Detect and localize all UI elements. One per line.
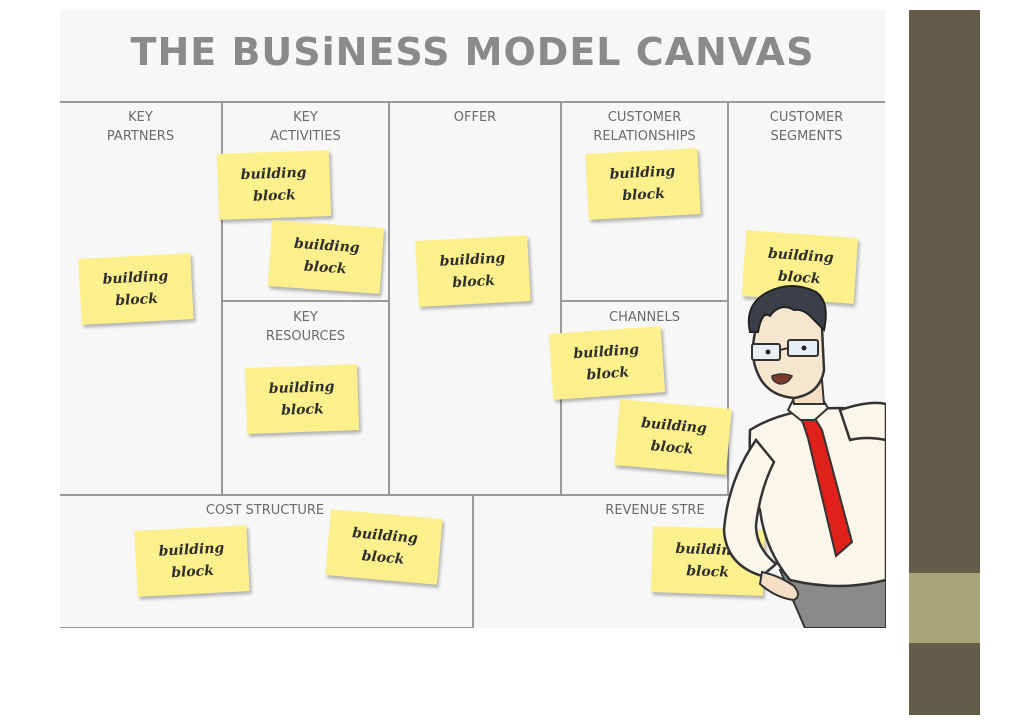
sticky-note-text: building block <box>240 164 307 205</box>
grid-line-v5-bottom <box>472 494 474 628</box>
sticky-note-key-partners: building block <box>78 253 194 325</box>
sticky-note-text: building block <box>351 525 419 568</box>
sticky-note-cost-structure-1: building block <box>134 525 250 597</box>
sticky-note-text: building block <box>640 415 708 458</box>
customer-segments-label: CUSTOMER SEGMENTS <box>769 110 844 144</box>
key-resources-label: KEY RESOURCES <box>265 310 346 344</box>
grid-line-top <box>60 101 885 103</box>
sticky-note-text: building block <box>439 250 506 292</box>
canvas-title: THE BUSiNESS MODEL CANVAS <box>130 30 815 74</box>
sticky-note-customer-relationships: building block <box>585 148 701 220</box>
businessman-body <box>722 397 886 628</box>
businessman-head <box>747 285 827 405</box>
offer-label: OFFER <box>453 110 497 125</box>
businessman-illustration <box>722 285 886 628</box>
grid-line-v3 <box>560 101 562 495</box>
red-tie <box>800 419 854 558</box>
grid-line-bottom <box>60 627 472 628</box>
grid-line-h-relationships <box>560 300 728 302</box>
sticky-note-text: building block <box>609 163 676 205</box>
sticky-note-key-resources: building block <box>244 364 360 434</box>
sticky-note-channels-1: building block <box>548 326 666 400</box>
sticky-note-key-activities-2: building block <box>267 220 385 294</box>
channels-label: CHANNELS <box>609 310 680 325</box>
key-activities-label: KEY ACTIVITIES <box>270 110 341 144</box>
sticky-note-cost-structure-2: building block <box>325 509 443 585</box>
cost-structure-label: COST STRUCTURE <box>205 503 325 518</box>
sticky-note-text: building block <box>572 341 640 384</box>
grid-line-v4 <box>727 101 729 495</box>
grid-line-v2 <box>388 101 390 495</box>
sticky-note-text: building block <box>268 378 335 419</box>
customer-relationships-label: CUSTOMER RELATIONSHIPS <box>593 110 696 144</box>
side-decoration-band <box>909 573 980 643</box>
key-partners-label: KEY PARTNERS <box>106 110 175 144</box>
grid-line-v1 <box>221 101 223 495</box>
sticky-note-key-activities-1: building block <box>216 150 332 220</box>
sticky-note-text: building block <box>293 235 361 278</box>
sticky-note-text: building block <box>102 268 169 310</box>
sticky-note-offer: building block <box>415 235 531 307</box>
revenue-streams-label: REVENUE STRE <box>605 503 705 518</box>
grid-line-h-activities <box>221 300 389 302</box>
sticky-note-text: building block <box>158 540 225 582</box>
